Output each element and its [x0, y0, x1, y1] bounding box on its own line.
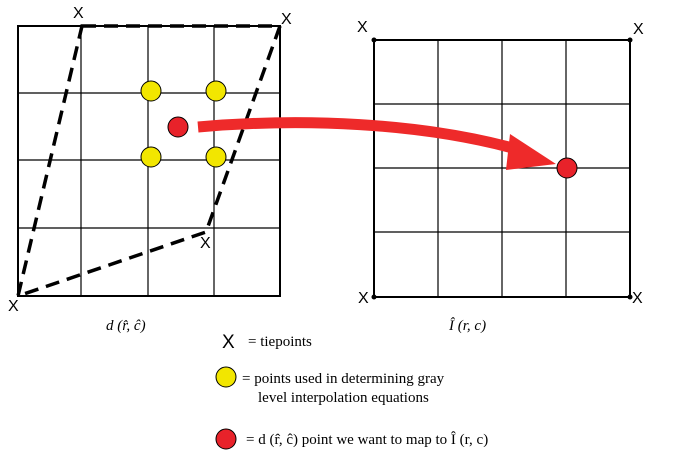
left-grid-caption: d (r̂, ĉ)	[106, 318, 146, 334]
legend: X = tiepoints = points used in determini…	[215, 332, 488, 450]
corner-dot	[627, 37, 633, 43]
interpolation-point	[140, 80, 162, 102]
mapping-arrow-shaft	[197, 117, 522, 156]
tiepoint-mark: X	[358, 290, 369, 307]
legend-yellow-circle	[215, 366, 237, 388]
legend-tiepoint-text: = tiepoints	[248, 334, 312, 350]
warped-region-outline	[15, 24, 283, 299]
interpolation-point	[205, 146, 227, 168]
right-grid-caption: Î (r, c)	[448, 317, 486, 334]
tiepoint-mark: X	[73, 5, 84, 22]
corner-dot	[371, 37, 377, 43]
interpolation-point	[205, 80, 227, 102]
interpolation-point	[140, 146, 162, 168]
legend-yellow-text-line1: = points used in determining gray	[242, 371, 445, 387]
tiepoint-mark: X	[200, 235, 211, 252]
tiepoint-mark: X	[632, 290, 643, 307]
right-grid	[373, 39, 631, 298]
legend-red-circle	[215, 428, 237, 450]
legend-red-text: = d (r̂, ĉ) point we want to map to Î (r…	[246, 431, 488, 448]
corner-dot	[627, 294, 633, 300]
tiepoint-mark: X	[633, 21, 644, 38]
legend-yellow-text-line2: level interpolation equations	[258, 390, 429, 406]
source-point	[167, 116, 189, 138]
tiepoint-mark: X	[8, 298, 19, 315]
legend-tiepoint-symbol: X	[222, 332, 235, 353]
destination-point	[556, 157, 578, 179]
mapping-arrow-head	[506, 134, 556, 170]
tiepoint-mark: X	[357, 19, 368, 36]
corner-dot	[371, 294, 377, 300]
tiepoint-mark: X	[281, 11, 292, 28]
